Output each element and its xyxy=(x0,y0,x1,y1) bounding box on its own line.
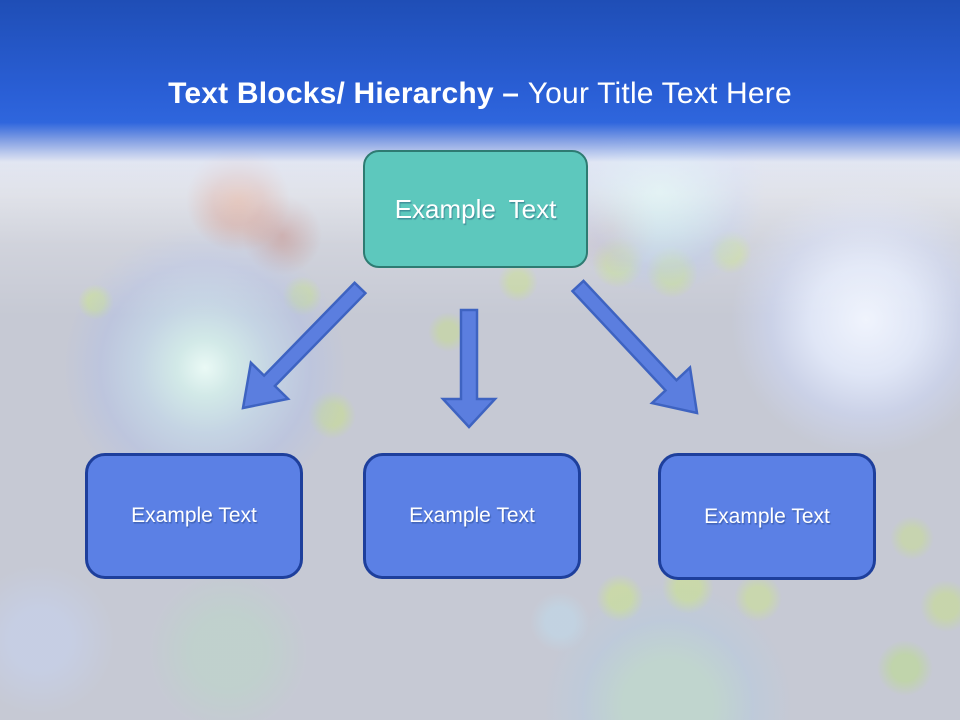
hierarchy-root-label: Example Text xyxy=(394,193,557,224)
slide-title-regular-segment: Your Title Text Here xyxy=(527,77,792,111)
slide-title-bold-segment: Text Blocks/ Hierarchy – xyxy=(168,77,528,111)
hierarchy-child-box-1: Example Text xyxy=(85,453,303,579)
hierarchy-root-box: Example Text xyxy=(363,150,588,268)
slide-title: Text Blocks/ Hierarchy – Your Title Text… xyxy=(0,75,960,113)
hierarchy-child-box-2: Example Text xyxy=(363,453,581,579)
hierarchy-child-label-2: Example Text xyxy=(409,504,535,527)
hierarchy-child-label-3: Example Text xyxy=(704,504,830,528)
hierarchy-child-box-3: Example Text xyxy=(658,453,876,580)
hierarchy-child-label-1: Example Text xyxy=(131,504,257,527)
